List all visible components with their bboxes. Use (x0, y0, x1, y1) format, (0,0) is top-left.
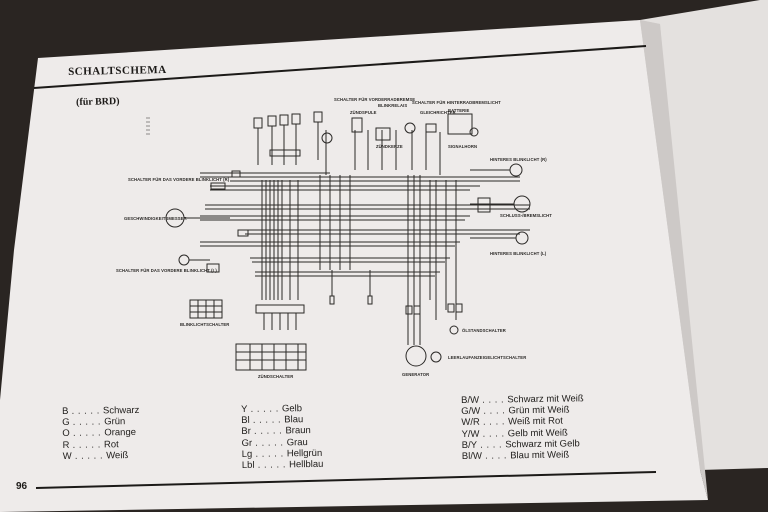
label-horn: SIGNALHORN (448, 144, 478, 149)
label-blinker-relay: BLINKRELAIS (378, 103, 408, 108)
color-legend-column-1: B . . . . . Schwarz G . . . . . Grün O .… (62, 405, 140, 462)
label-spark-plug: ZÜNDKERZE (376, 144, 403, 149)
label-front-left-blinker-switch: SCHALTER FÜR DAS VORDERE BLINKLICHT (L) (116, 268, 217, 273)
legend-row: W . . . . . Weiß (62, 449, 129, 462)
label-rear-brake-switch: SCHALTER FÜR HINTERRADBREMSLICHT (412, 100, 501, 105)
label-battery: BATTERIE (448, 108, 470, 113)
label-generator: GENERATOR (402, 372, 430, 377)
label-ignition-switch: ZÜNDSCHALTER (258, 374, 294, 379)
label-blink-switch: BLINKLICHTSCHALTER (180, 322, 230, 327)
page-number: 96 (16, 481, 28, 492)
legend-row: B . . . . . Schwarz (62, 404, 140, 417)
color-legend-column-3: B/W . . . . Schwarz mit Weiß G/W . . . .… (461, 393, 585, 462)
generator-symbol (405, 345, 427, 367)
legend-row: G/W . . . . Grün mit Weiß (461, 404, 570, 418)
label-tail-brake-light: SCHLUSS-/BREMSLICHT (500, 213, 552, 218)
label-rear-left-blinker: HINTERES BLINKLICHT (L) (490, 251, 547, 256)
legend-row: O . . . . . Orange (62, 427, 137, 440)
label-ignition-coil: ZÜNDSPULE (350, 110, 377, 115)
label-rear-right-blinker: HINTERES BLINKLICHT (R) (490, 157, 547, 162)
label-oil-level-switch: ÖLSTANDSCHALTER (462, 328, 506, 333)
label-front-brake-switch: SCHALTER FÜR VORDERRADBREMSE (334, 97, 416, 102)
label-front-right-blinker-switch: SCHALTER FÜR DAS VORDERE BLINKLICHT (R) (128, 177, 230, 182)
color-legend-column-2: Y . . . . . Gelb Bl . . . . . Blau Br . … (241, 403, 323, 471)
legend-row: Lbl . . . . . Hellblau (241, 458, 324, 472)
label-rectifier: GLEICHRICHTER (420, 110, 456, 115)
top-connector-block (253, 111, 323, 157)
legend-row: Br . . . . . Braun (241, 425, 311, 438)
label-neutral-switch: LEERLAUFANZEIGELICHTSCHALTER (448, 355, 527, 360)
legend-row: Bl/W . . . . Blau mit Weiß (461, 449, 570, 463)
label-speedometer: GESCHWINDIGKEITSMESSER (124, 216, 187, 221)
